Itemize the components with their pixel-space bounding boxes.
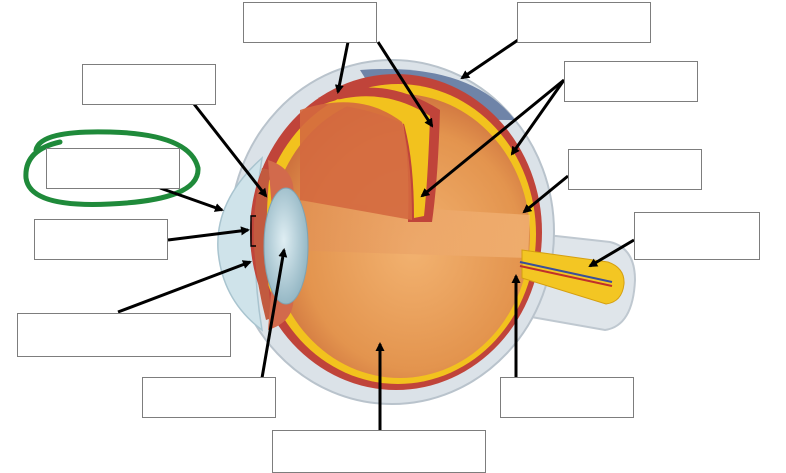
- label-box-upper-left[interactable]: [82, 64, 216, 105]
- arrow-bottom-left: [260, 248, 288, 379]
- label-box-bottom-right[interactable]: [500, 377, 634, 418]
- label-box-circled-left[interactable]: [46, 148, 180, 189]
- label-box-right-upper[interactable]: [564, 61, 698, 102]
- label-box-left-middle[interactable]: [34, 219, 168, 260]
- arrow-circled-left: [159, 186, 224, 212]
- arrow-right-upper-b: [510, 79, 566, 156]
- peeled-flap-retina: [324, 96, 430, 218]
- retinal-vessel: [519, 261, 613, 283]
- label-box-right-middle[interactable]: [568, 149, 702, 190]
- label-box-top-right[interactable]: [517, 2, 651, 43]
- label-box-bottom-left[interactable]: [142, 377, 276, 418]
- iris: [253, 168, 272, 320]
- cut-plane: [282, 200, 530, 258]
- label-box-lower-left[interactable]: [17, 313, 231, 357]
- pupil-bracket: [250, 215, 256, 247]
- lens: [263, 187, 309, 305]
- arrow-right-upper-a: [420, 78, 565, 198]
- label-box-top-center[interactable]: [243, 2, 377, 43]
- arrow-top-center-a: [334, 41, 350, 94]
- hand-drawn-circle: [23, 129, 201, 207]
- arrow-top-right: [460, 38, 519, 80]
- peeled-flap-inner: [300, 102, 412, 220]
- arrow-left-middle: [167, 226, 250, 242]
- leader-arrows: [117, 38, 635, 430]
- arrow-optic-nerve: [588, 238, 635, 268]
- arrow-lower-left: [117, 260, 252, 314]
- label-box-optic-nerve[interactable]: [634, 212, 760, 260]
- retinal-vessel: [519, 265, 613, 287]
- arrow-upper-left: [192, 103, 268, 198]
- label-box-bottom-center[interactable]: [272, 430, 486, 473]
- arrow-right-middle: [522, 174, 569, 214]
- arrow-top-center-b: [376, 41, 434, 128]
